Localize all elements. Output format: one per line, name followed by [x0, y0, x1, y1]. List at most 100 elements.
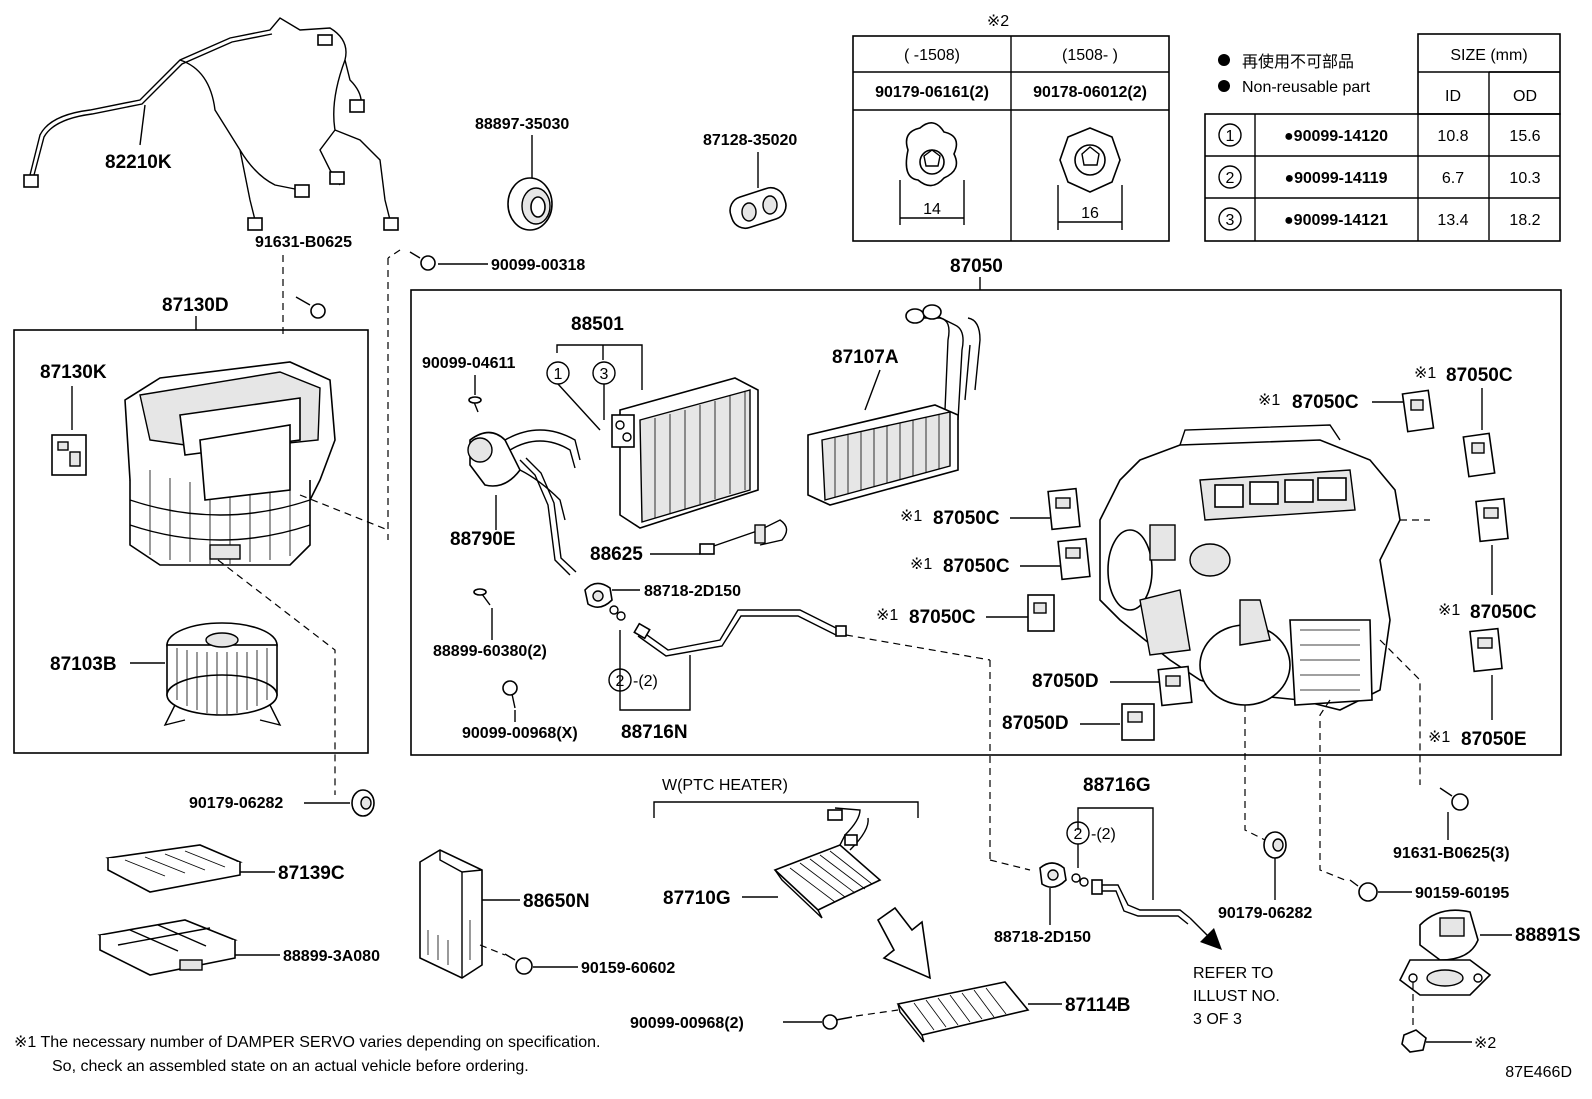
gasket-row-od: 15.6	[1509, 128, 1540, 145]
hvac-case-icon	[1099, 424, 1401, 711]
label-88899-3A080[interactable]: 88899-3A080	[283, 948, 380, 965]
label-87050C-1[interactable]: 87050C	[1292, 392, 1359, 413]
label-88650N[interactable]: 88650N	[523, 891, 590, 912]
gasket-table: 再使用不可部品 Non-reusable part SIZE (mm) ID O…	[1204, 33, 1561, 242]
clip-part-after[interactable]: 90178-06012(2)	[1033, 84, 1147, 101]
col-od: OD	[1513, 88, 1537, 105]
label-87050C-3[interactable]: 87050C	[933, 508, 1000, 529]
nut-90179-icon	[351, 789, 375, 817]
clip-table: ※2 ( -1508) (1508- ) 90179-06161(2) 9017…	[852, 13, 1170, 242]
legend-jp: 再使用不可部品	[1242, 53, 1354, 71]
gasket-row-part[interactable]: ●90099-14121	[1284, 212, 1388, 229]
label-88899-60380[interactable]: 88899-60380(2)	[433, 643, 547, 660]
label-88716N[interactable]: 88716N	[621, 722, 688, 743]
grommet-87128-icon	[729, 186, 787, 230]
note1-mark-5: ※1	[876, 607, 898, 624]
label-87103B[interactable]: 87103B	[50, 654, 117, 675]
label-88625[interactable]: 88625	[590, 544, 643, 565]
label-87050C-6[interactable]: 87050C	[1470, 602, 1537, 623]
screw-90159-60602-icon	[504, 953, 533, 975]
filter-88899-3A080-icon	[97, 919, 238, 976]
label-88891S[interactable]: 88891S	[1515, 925, 1581, 946]
label-87139C[interactable]: 87139C	[278, 863, 345, 884]
label-90099-00968-2[interactable]: 90099-00968(2)	[630, 1015, 744, 1032]
label-87050C-2[interactable]: 87050C	[1446, 365, 1513, 386]
note1-mark-3: ※1	[900, 508, 922, 525]
arrow-refer-icon	[1189, 917, 1222, 950]
label-87107A[interactable]: 87107A	[832, 347, 899, 368]
illustration-code: 87E466D	[1505, 1064, 1572, 1081]
label-90179-06282-b[interactable]: 90179-06282	[1218, 905, 1312, 922]
ptc-heater-87710G-icon	[773, 807, 882, 919]
refer-line-3: 3 OF 3	[1193, 1011, 1242, 1028]
label-88718-2D150-a[interactable]: 88718-2D150	[644, 583, 741, 600]
label-87050[interactable]: 87050	[950, 256, 1003, 277]
label-87130D[interactable]: 87130D	[162, 295, 229, 316]
blower-housing-icon	[124, 361, 336, 566]
label-90159-60195[interactable]: 90159-60195	[1415, 885, 1509, 902]
gasket-row-od: 10.3	[1509, 170, 1540, 187]
note1-mark-6: ※1	[1438, 602, 1460, 619]
fitting-88718-icon	[584, 582, 613, 608]
label-88897-35030[interactable]: 88897-35030	[475, 116, 569, 133]
servo-87050D-1-icon	[1157, 665, 1193, 707]
label-87050E[interactable]: 87050E	[1461, 729, 1527, 750]
label-87130K[interactable]: 87130K	[40, 362, 107, 383]
label-88790E[interactable]: 88790E	[450, 529, 516, 550]
hvac-unit-box	[410, 289, 1562, 756]
gasket-row-od: 18.2	[1509, 212, 1540, 229]
label-87050C-5[interactable]: 87050C	[909, 607, 976, 628]
gasket-row[interactable]: 3 ●90099-14121 13.4 18.2	[1218, 207, 1541, 231]
nut-note2-icon	[1401, 1029, 1427, 1053]
label-82210K[interactable]: 82210K	[105, 152, 172, 173]
label-88718-2D150-b[interactable]: 88718-2D150	[994, 929, 1091, 946]
clip-part-before[interactable]: 90179-06161(2)	[875, 84, 989, 101]
grommet-88897-icon	[507, 177, 553, 231]
servo-87050E-icon	[1469, 627, 1503, 673]
footnote-line-1: ※1 The necessary number of DAMPER SERVO …	[14, 1034, 600, 1051]
gasket-row[interactable]: 2 ●90099-14119 6.7 10.3	[1218, 165, 1541, 189]
label-87710G[interactable]: 87710G	[663, 888, 731, 909]
clip-header-before: ( -1508)	[904, 47, 960, 64]
dim-16: 16	[1081, 205, 1099, 222]
label-90179-06282-a[interactable]: 90179-06282	[189, 795, 283, 812]
gasket-row-no: 3	[1226, 212, 1235, 229]
servo-87050C-4-icon	[1057, 537, 1091, 581]
wire-harness-82210K-drawing	[23, 17, 399, 231]
circle-3: 3	[600, 366, 609, 383]
ecu-88650N-icon	[419, 849, 483, 979]
screw-91631-icon	[1439, 787, 1469, 811]
gasket-row-no: 1	[1226, 128, 1235, 145]
label-87114B[interactable]: 87114B	[1065, 995, 1131, 1016]
pipe-88716N-icon	[633, 609, 847, 657]
label-91631-B0625[interactable]: 91631-B0625	[255, 234, 352, 251]
label-87050C-4[interactable]: 87050C	[943, 556, 1010, 577]
footnote-line-2: So, check an assembled state on an actua…	[52, 1058, 529, 1075]
nut-90179-b-icon	[1263, 831, 1287, 859]
note1-mark-4: ※1	[910, 556, 932, 573]
label-91631-B0625-3[interactable]: 91631-B0625(3)	[1393, 845, 1510, 862]
servo-87130K-icon	[51, 434, 87, 476]
label-88501[interactable]: 88501	[571, 314, 624, 335]
refer-line-2: ILLUST NO.	[1193, 988, 1280, 1005]
refer-line-1: REFER TO	[1193, 965, 1273, 982]
clip-table-title: ※2	[987, 13, 1009, 30]
label-90159-60602[interactable]: 90159-60602	[581, 960, 675, 977]
label-87128-35020[interactable]: 87128-35020	[703, 132, 797, 149]
label-88716G[interactable]: 88716G	[1083, 775, 1151, 796]
servo-87050C-3-icon	[1047, 487, 1081, 531]
gasket-row[interactable]: 1 ●90099-14120 10.8 15.6	[1218, 123, 1541, 147]
label-90099-00968X[interactable]: 90099-00968(X)	[462, 725, 578, 742]
servo-87050C-5-icon	[1027, 594, 1055, 632]
label-87050D-1[interactable]: 87050D	[1032, 671, 1099, 692]
col-id: ID	[1445, 88, 1461, 105]
gasket-row-part[interactable]: ●90099-14119	[1284, 170, 1387, 187]
label-90099-04611[interactable]: 90099-04611	[422, 355, 516, 372]
label-87050D-2[interactable]: 87050D	[1002, 713, 1069, 734]
gasket-row-part[interactable]: ●90099-14120	[1284, 128, 1388, 145]
note1-mark-2: ※1	[1414, 365, 1436, 382]
label-90099-00318[interactable]: 90099-00318	[491, 257, 585, 274]
filter-87139C-icon	[105, 844, 243, 893]
circle-2b: 2	[1074, 826, 1083, 843]
